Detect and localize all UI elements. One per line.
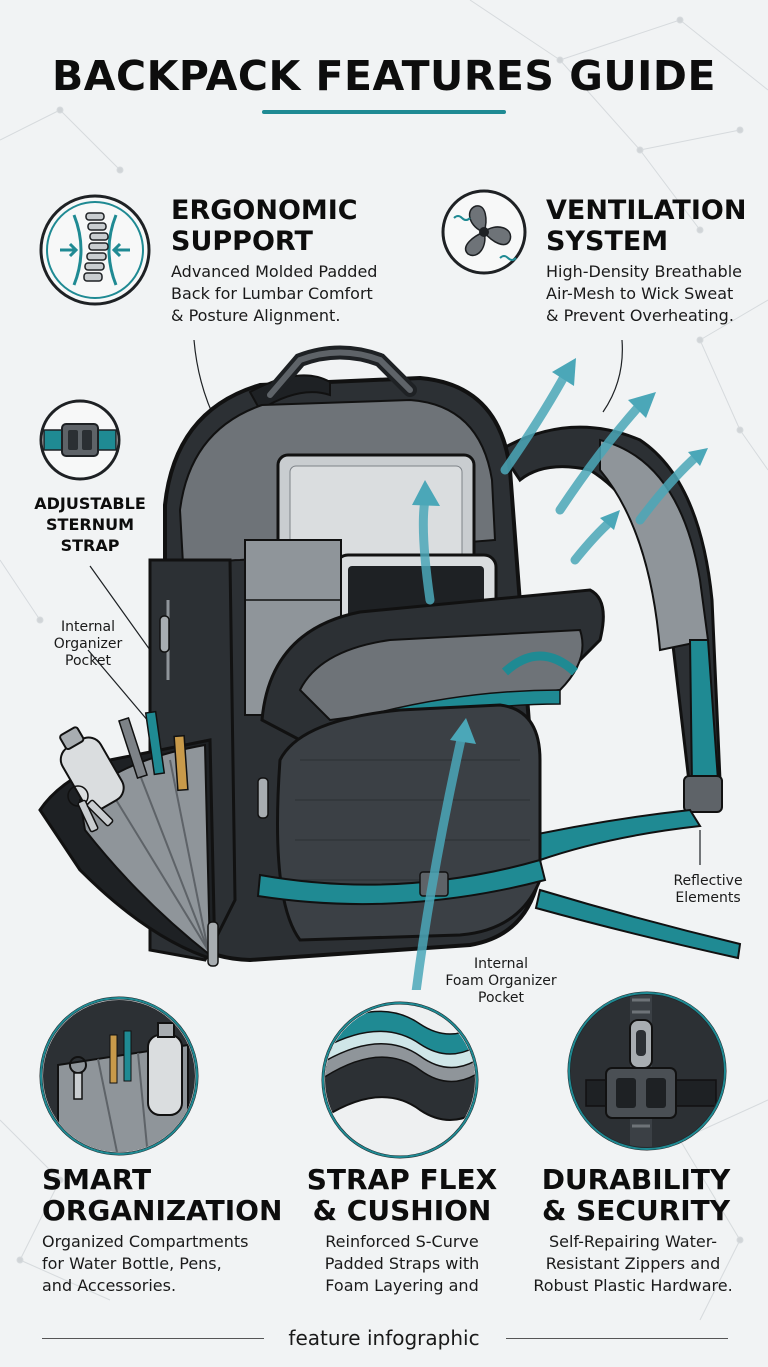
internal-pocket-callout: Internal Organizer Pocket	[53, 619, 123, 669]
ergonomic-desc: Advanced Molded Padded Back for Lumbar C…	[171, 262, 378, 325]
organization-heading: SMART ORGANIZATION	[42, 1163, 283, 1227]
durability-heading: DURABILITY & SECURITY	[541, 1163, 731, 1227]
footer-rule-right	[506, 1338, 728, 1339]
ergonomic-heading: ERGONOMIC SUPPORT	[171, 195, 358, 257]
backpack-illustration	[38, 339, 742, 990]
ventilation-heading: VENTILATION SYSTEM	[546, 195, 747, 257]
organization-detail-icon	[39, 996, 199, 1156]
reflective-callout: Reflective Elements	[673, 873, 743, 906]
sternum-heading: ADJUSTABLE STERNUM STRAP	[34, 494, 146, 555]
strap-desc: Reinforced S-Curve Padded Straps with Fo…	[324, 1232, 480, 1295]
organization-desc: Organized Compartments for Water Bottle,…	[42, 1232, 249, 1295]
ventilation-desc: High-Density Breathable Air-Mesh to Wick…	[546, 262, 742, 325]
fan-icon	[441, 189, 527, 275]
foam-pocket-callout: Internal Foam Organizer Pocket	[445, 956, 557, 1006]
durability-desc: Self-Repairing Water- Resistant Zippers …	[533, 1232, 733, 1295]
page-title: BACKPACK FEATURES GUIDE	[52, 52, 716, 100]
footer-caption: feature infographic	[288, 1326, 480, 1350]
strap-heading: STRAP FLEX & CUSHION	[306, 1163, 498, 1227]
strap-cushion-icon	[321, 1001, 479, 1159]
zipper-buckle-icon	[567, 991, 727, 1151]
footer-rule-left	[42, 1338, 264, 1339]
spine-icon	[39, 194, 151, 306]
buckle-icon	[39, 399, 121, 481]
title-underline	[262, 110, 506, 114]
